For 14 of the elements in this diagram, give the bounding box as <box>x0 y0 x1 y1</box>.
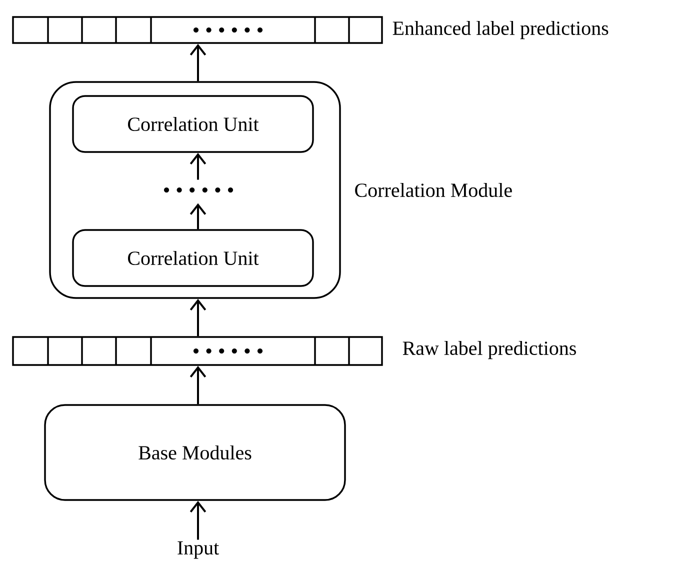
unit-box: Correlation Unit <box>72 229 314 287</box>
bar-label: Enhanced label predictions <box>392 20 608 40</box>
arrow <box>190 152 206 180</box>
bar-label: Raw label predictions <box>402 340 576 360</box>
input-label: Input <box>178 541 219 559</box>
arrow <box>190 500 206 540</box>
arrow <box>190 44 206 82</box>
arrow <box>190 366 206 404</box>
arrow <box>190 298 206 336</box>
ellipsis-dots <box>164 187 234 193</box>
arrow <box>190 203 206 230</box>
unit-box: Correlation Unit <box>72 95 314 153</box>
module-box: Base Modules <box>44 404 346 501</box>
module-label: Correlation Module <box>355 182 512 198</box>
